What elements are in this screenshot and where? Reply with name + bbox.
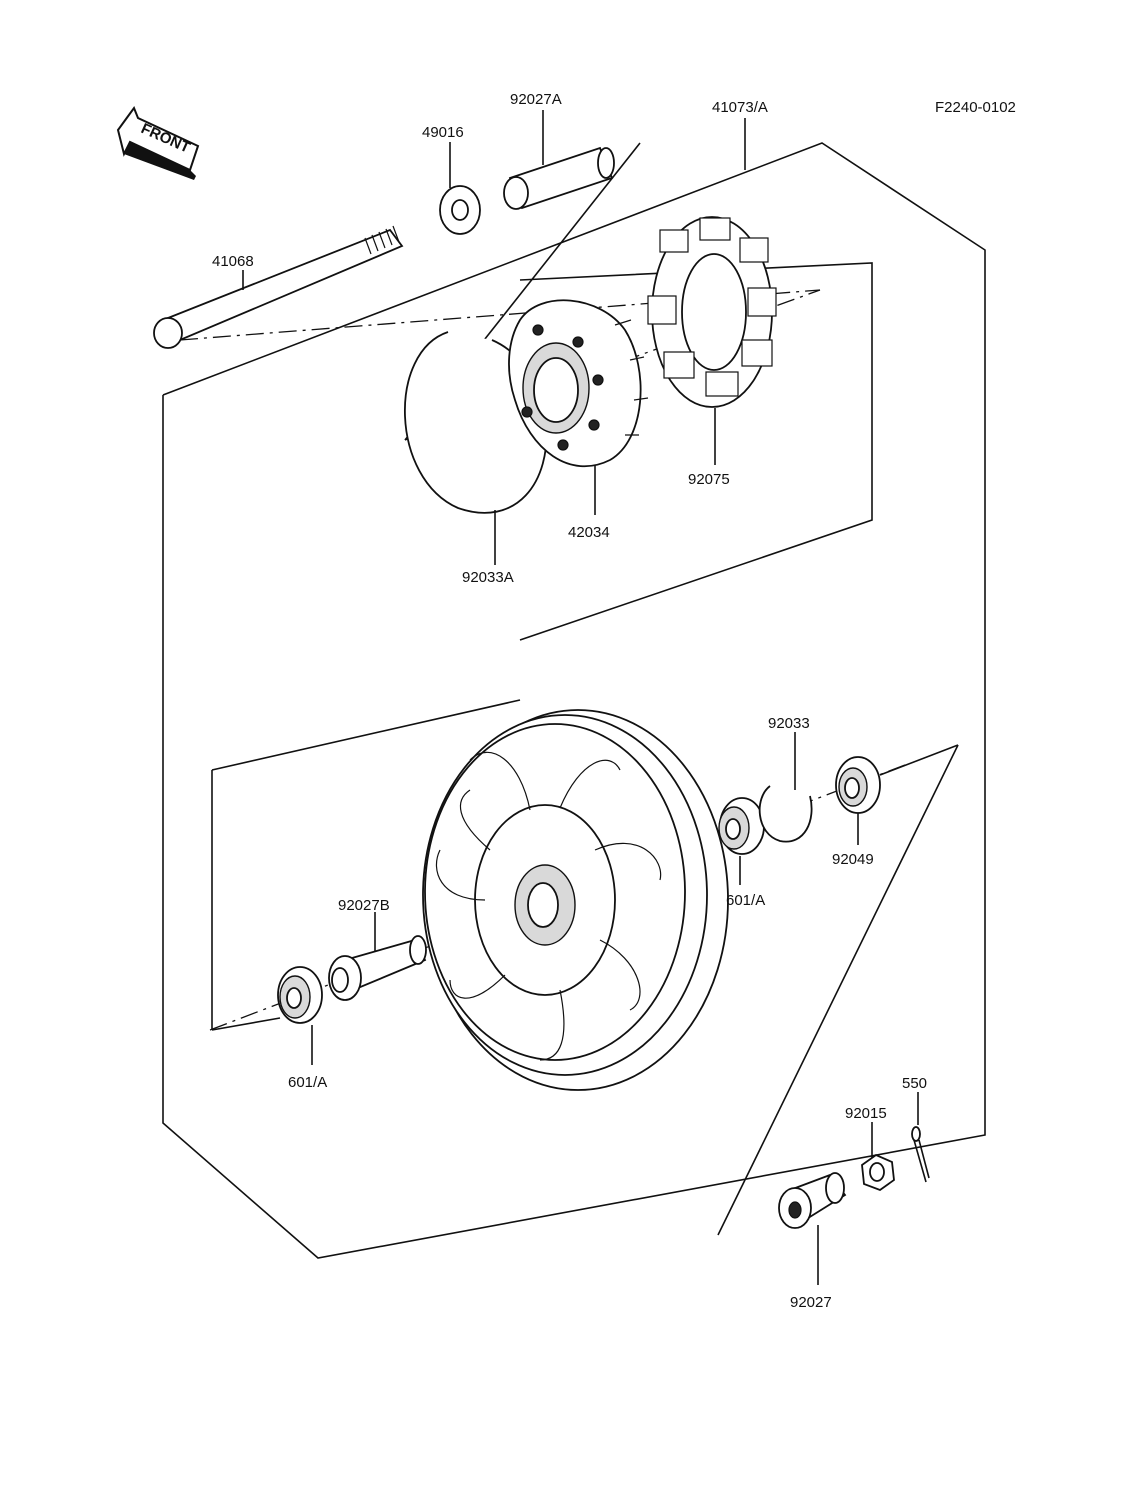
- wheel-subgroup-frame: [211, 699, 521, 771]
- bearing-601A-left: [277, 966, 323, 1024]
- label-92033A: 92033A: [462, 569, 514, 586]
- label-49016: 49016: [422, 124, 464, 141]
- coupling-42034: [508, 299, 649, 468]
- label-41068: 41068: [212, 253, 254, 270]
- bearing-601A-right: [718, 797, 765, 855]
- drawing-code: F2240-0102: [935, 99, 1016, 116]
- collar-92027B: [328, 935, 427, 1001]
- label-550: 550: [902, 1075, 927, 1092]
- label-92027: 92027: [790, 1294, 832, 1311]
- axle-41068: [153, 225, 404, 349]
- label-92075: 92075: [688, 471, 730, 488]
- circlip-92033: [758, 785, 813, 843]
- label-41073A: 41073/A: [712, 99, 768, 116]
- assembly-boundary: [162, 142, 986, 1259]
- nut-92015: [861, 1153, 895, 1192]
- label-42034: 42034: [568, 524, 610, 541]
- front-arrow-icon: FRONT: [116, 105, 200, 180]
- label-92027A: 92027A: [510, 91, 562, 108]
- wheel-rim: [422, 709, 729, 1091]
- label-601A-left: 601/A: [288, 1074, 327, 1091]
- label-92027B: 92027B: [338, 897, 390, 914]
- hub-subgroup-frame: [717, 744, 959, 1236]
- damper-92075: [647, 216, 777, 408]
- collar-92027A: [503, 146, 615, 210]
- washer-49016: [439, 185, 481, 235]
- label-92049: 92049: [832, 851, 874, 868]
- circlip-92033A: [404, 331, 548, 514]
- label-92033: 92033: [768, 715, 810, 732]
- oil-seal-92049: [835, 756, 881, 814]
- label-92015: 92015: [845, 1105, 887, 1122]
- collar-92027: [778, 1172, 847, 1229]
- cotter-pin-550: [911, 1126, 930, 1183]
- label-601A-right: 601/A: [726, 892, 765, 909]
